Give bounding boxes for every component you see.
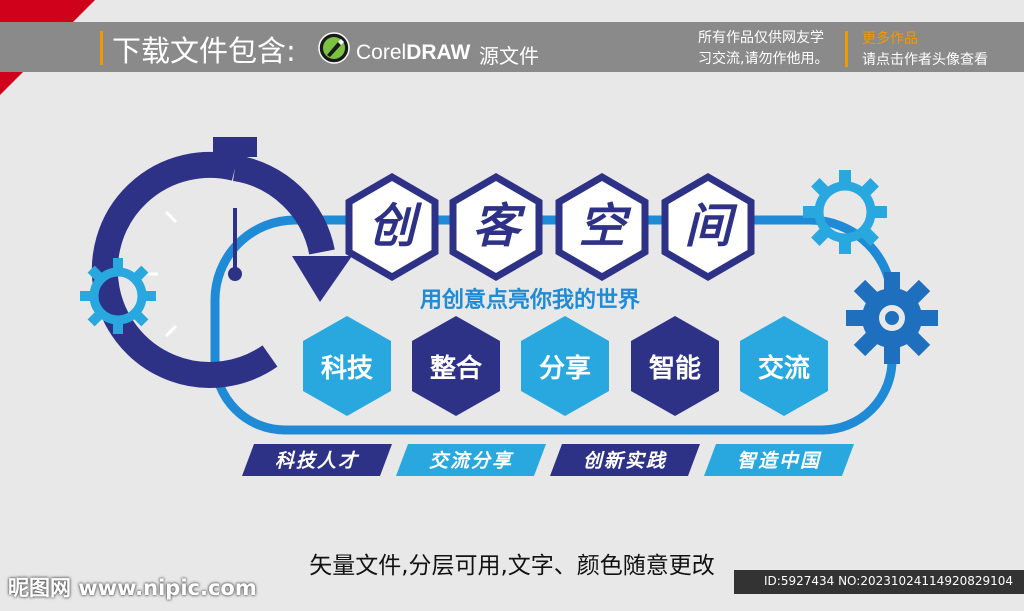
keyword-hexagons [303, 316, 828, 416]
right-top-gear-icon [803, 170, 887, 254]
more-works-link[interactable]: 更多作品 [862, 31, 918, 47]
stopwatch-icon [91, 137, 352, 388]
more-works-hint: 请点击作者头像查看 [862, 52, 988, 68]
source-file-label: 源文件 [479, 44, 539, 68]
hex-label-4: 智能 [648, 354, 701, 384]
usage-notice: 所有作品仅供网友学 习交流,请勿作他用。 [698, 30, 829, 67]
left-gear-icon [80, 258, 156, 334]
tag-label-1: 科技人才 [274, 450, 359, 472]
tag-label-4: 智造中国 [736, 450, 821, 472]
hex-label-1: 科技 [320, 354, 373, 384]
top-banner [0, 22, 1024, 72]
title-char-2: 客 [472, 199, 520, 254]
notice-divider [845, 31, 848, 67]
id-bar [734, 570, 1024, 594]
id-text: ID:5927434 NO:20231024114920829104 [764, 574, 1014, 588]
slogan: 用创意点亮你我的世界 [420, 288, 641, 313]
title-char-1: 创 [368, 199, 416, 254]
tag-label-2: 交流分享 [428, 450, 513, 472]
tag-ribbons [242, 444, 854, 476]
hex-label-5: 交流 [757, 354, 810, 384]
loop-track [210, 215, 897, 435]
caption: 矢量文件,分层可用,文字、颜色随意更改 [309, 553, 715, 579]
hex-label-3: 分享 [538, 354, 591, 384]
app-brand: CorelDRAW [356, 41, 471, 64]
tag-label-3: 创新实践 [582, 450, 667, 472]
title-hexagons [345, 172, 755, 282]
title-char-4: 间 [684, 199, 732, 254]
banner-title: 下载文件包含: [112, 34, 296, 68]
title-char-3: 空 [578, 199, 626, 254]
right-big-gear-icon [846, 272, 938, 364]
hex-label-2: 整合 [429, 354, 482, 384]
site-watermark: 昵图网 www.nipic.com [8, 576, 257, 600]
banner-divider [100, 31, 103, 65]
coreldraw-logo-icon [318, 32, 350, 64]
